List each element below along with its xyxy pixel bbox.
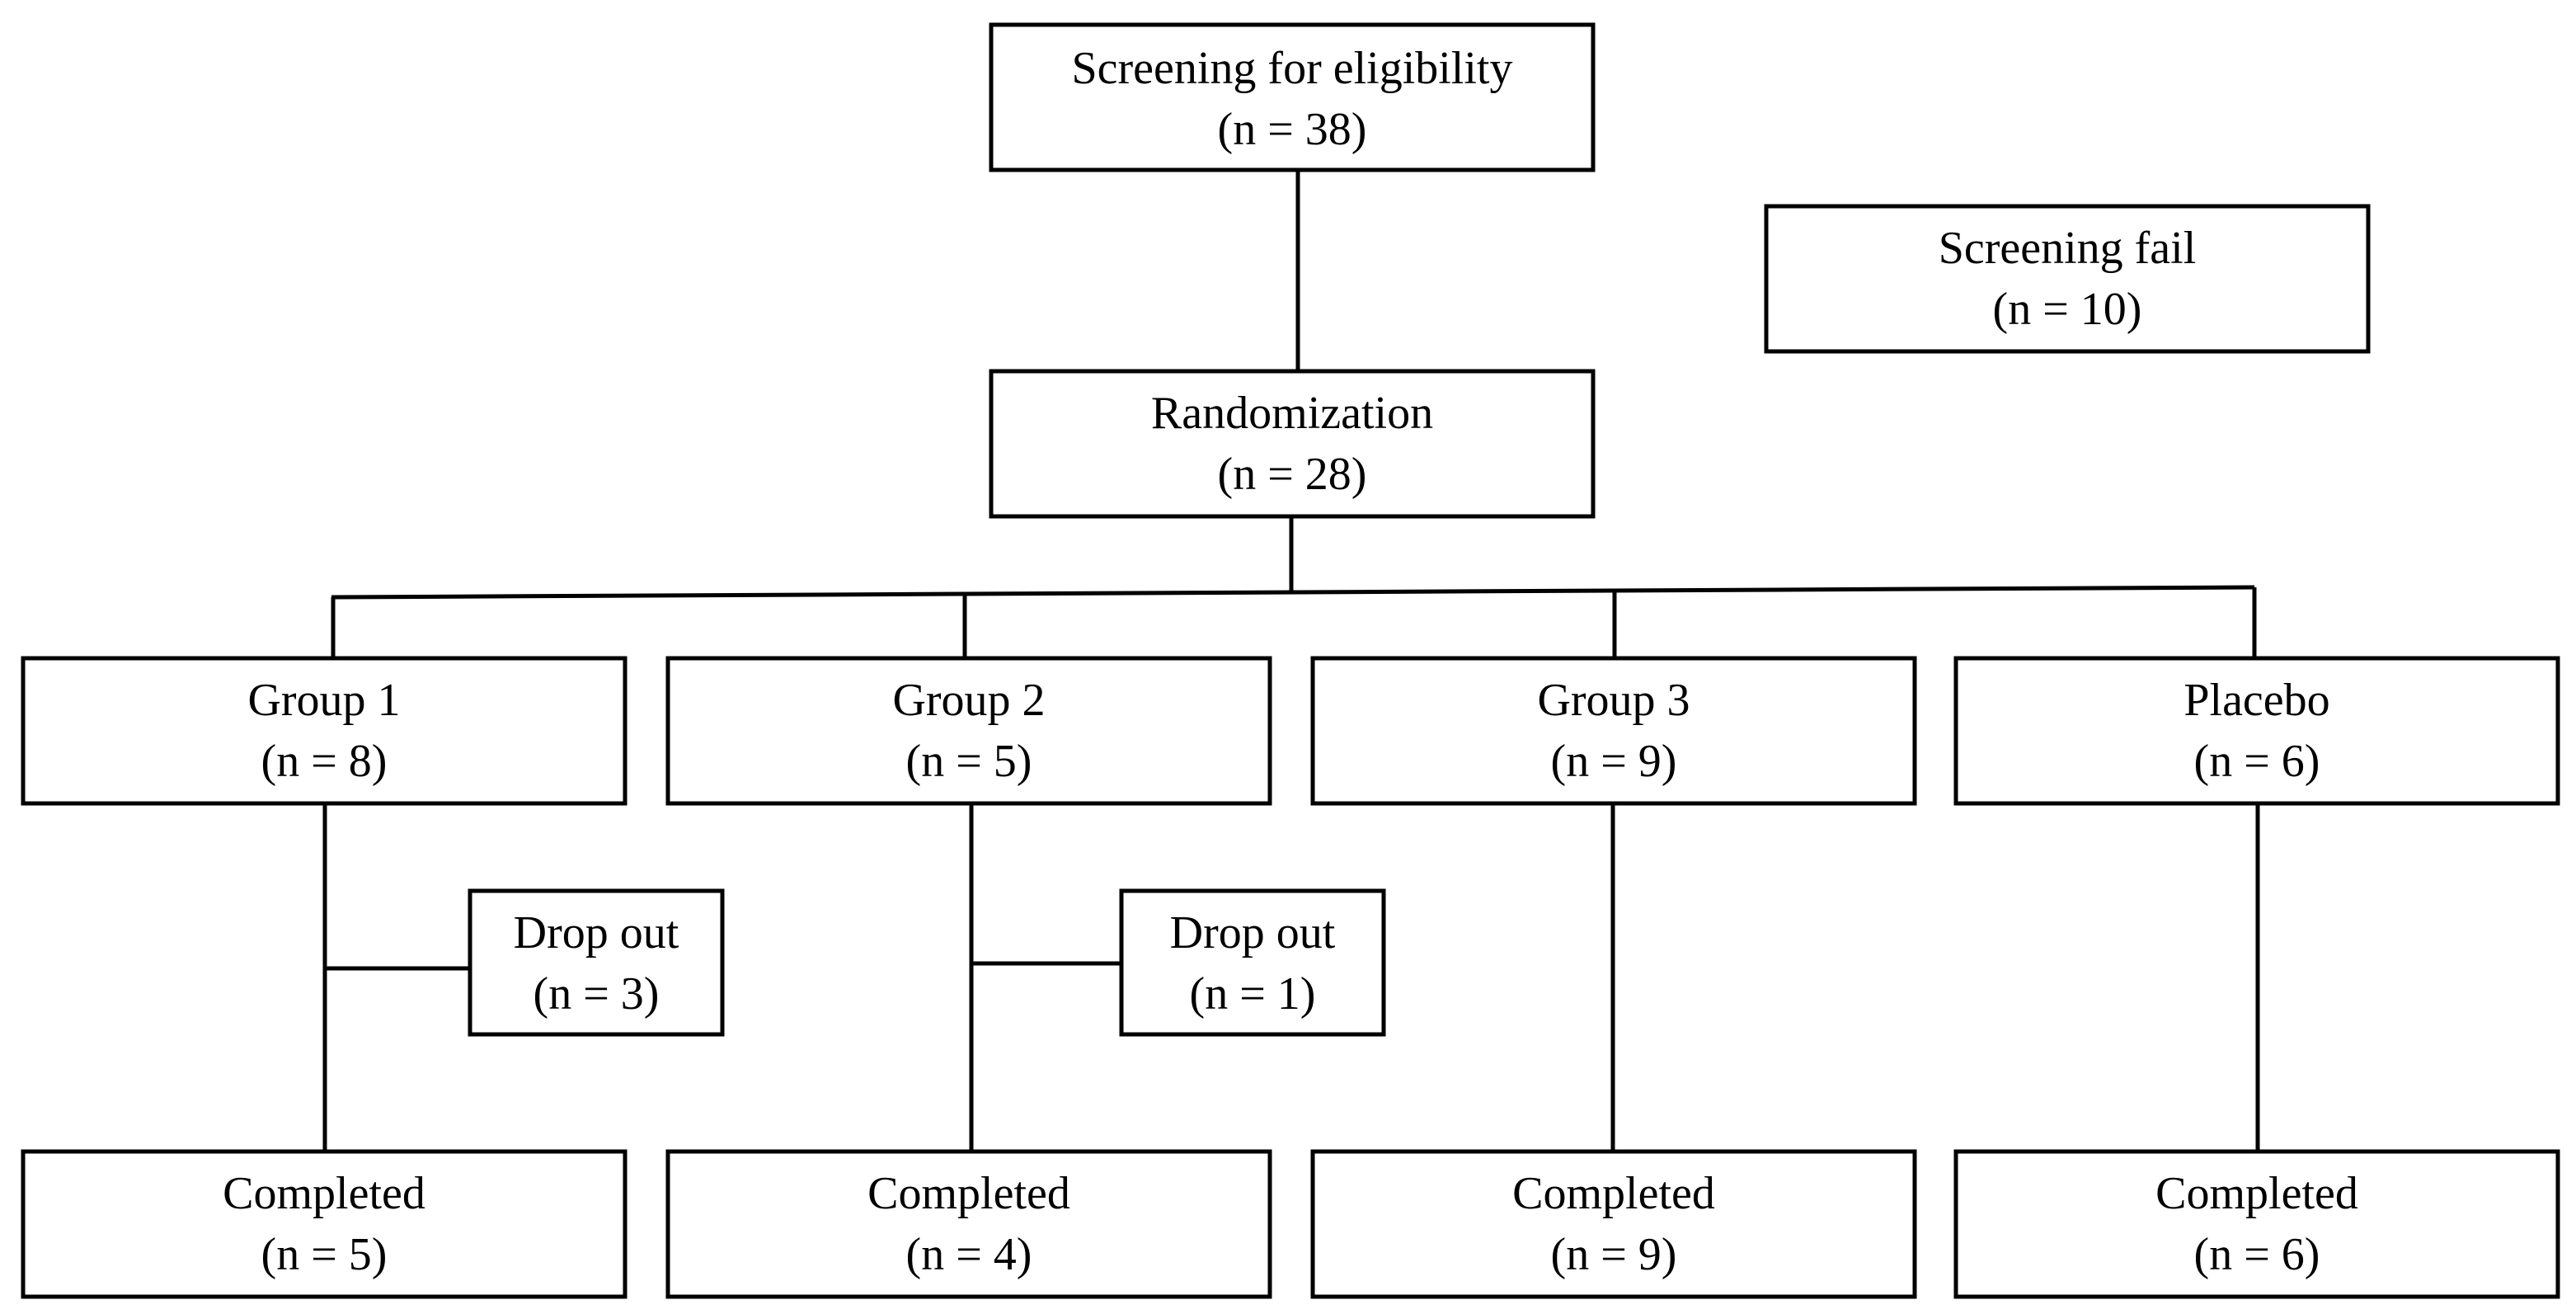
dropout2-count: (n = 1): [1190, 968, 1316, 1020]
completed1-count: (n = 5): [261, 1229, 388, 1280]
screening-fail-count: (n = 10): [1993, 284, 2142, 335]
group3-label: Group 3: [1537, 675, 1690, 726]
placebo-label: Placebo: [2183, 675, 2329, 726]
connector-branch-horizontal: [331, 585, 2255, 600]
dropout1-count: (n = 3): [534, 968, 660, 1020]
screening-count: (n = 38): [1218, 104, 1367, 155]
completed4-count: (n = 6): [2194, 1229, 2320, 1280]
completed2-label: Completed: [867, 1168, 1070, 1219]
completed3-box: Completed (n = 9): [1310, 1149, 1917, 1299]
placebo-box: Placebo (n = 6): [1953, 656, 2560, 806]
completed4-label: Completed: [2155, 1168, 2358, 1219]
group2-box: Group 2 (n = 5): [665, 656, 1272, 806]
randomization-box: Randomization (n = 28): [989, 369, 1596, 519]
dropout1-label: Drop out: [514, 907, 679, 958]
placebo-count: (n = 6): [2194, 736, 2320, 787]
screening-label: Screening for eligibility: [1072, 43, 1513, 94]
completed2-box: Completed (n = 4): [665, 1149, 1272, 1299]
randomization-label: Randomization: [1151, 388, 1433, 439]
connectors: [322, 170, 2260, 1150]
dropout2-label: Drop out: [1170, 907, 1336, 958]
completed2-count: (n = 4): [906, 1229, 1032, 1280]
randomization-count: (n = 28): [1218, 449, 1367, 500]
screening-fail-label: Screening fail: [1939, 223, 2197, 274]
group1-box: Group 1 (n = 8): [21, 656, 628, 806]
completed1-label: Completed: [223, 1168, 425, 1219]
completed3-count: (n = 9): [1551, 1229, 1677, 1280]
group3-count: (n = 9): [1551, 736, 1677, 787]
completed1-box: Completed (n = 5): [21, 1149, 628, 1299]
group2-count: (n = 5): [906, 736, 1032, 787]
completed3-label: Completed: [1512, 1168, 1715, 1219]
dropout1-box: Drop out (n = 3): [468, 888, 725, 1037]
completed4-box: Completed (n = 6): [1953, 1149, 2560, 1299]
group1-label: Group 1: [247, 675, 400, 726]
screening-box: Screening for eligibility (n = 38): [989, 22, 1596, 172]
dropout2-box: Drop out (n = 1): [1119, 888, 1386, 1037]
screening-fail-box: Screening fail (n = 10): [1764, 204, 2371, 354]
group2-label: Group 2: [892, 675, 1045, 726]
group1-count: (n = 8): [261, 736, 388, 787]
group3-box: Group 3 (n = 9): [1310, 656, 1917, 806]
